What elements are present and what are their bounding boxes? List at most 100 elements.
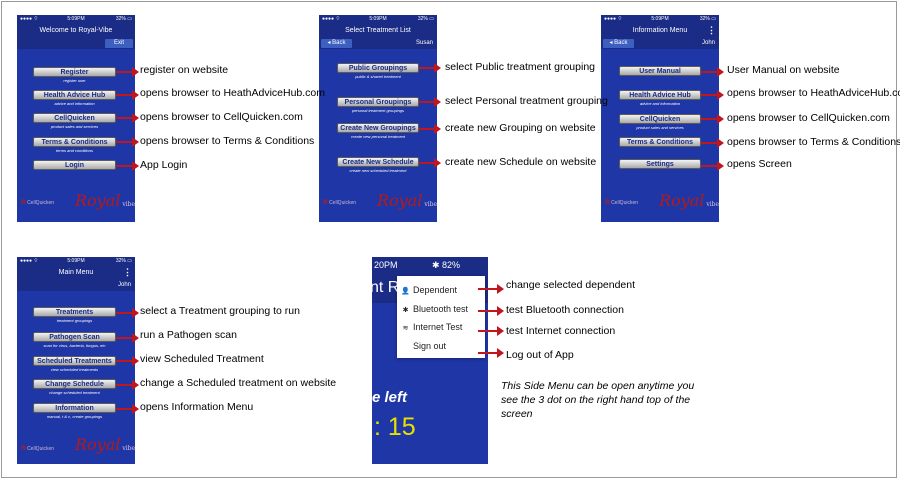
logo-mark-icon: ʀ [605, 197, 610, 206]
main-menu-screen: ●●●● ⌔ 5:09PM 32% ▭ Main Menu ⋮ John Tre… [17, 257, 135, 464]
annotation-arrow [701, 67, 724, 77]
cellquicken-logo: ʀ CellQuicken [21, 197, 55, 206]
annotation-arrow [419, 97, 441, 107]
user-manual-button[interactable]: User Manual [619, 66, 701, 76]
status-bar: ●●●● ⌔ 5:09PM 32% ▭ [601, 15, 719, 24]
terms-button[interactable]: Terms & Conditions [619, 137, 701, 147]
status-time: 20PM [374, 260, 398, 270]
annotation-arrow [419, 124, 441, 134]
register-button[interactable]: Register [33, 67, 116, 77]
annotation-register: register on website [140, 64, 229, 76]
annotation-terms: opens browser to Terms & Conditions [727, 136, 900, 148]
annotation-arrow [116, 308, 139, 318]
welcome-screen: ●●●● ⌔ 5:09PM 32% ▭ Welcome to Royal-Vib… [17, 15, 135, 222]
terms-caption: terms and conditions [56, 148, 93, 153]
annotation-health-advice: opens browser to HeathAdviceHub.com [727, 87, 900, 99]
screen-title: Select Treatment List [319, 24, 437, 38]
treatment-list-screen: ●●●● ⌔ 5:09PM 32% ▭ Select Treatment Lis… [319, 15, 437, 222]
logo-mark-icon: ʀ [21, 197, 26, 206]
menu-item-bluetooth-test[interactable]: ✱Bluetooth test [402, 304, 469, 314]
create-groupings-caption: create new personal treatment [350, 134, 406, 139]
health-advice-hub-button[interactable]: Health Advice Hub [33, 90, 116, 100]
annotation-arrow [116, 67, 139, 77]
annotation-arrow [419, 63, 441, 73]
annotation-arrow [419, 158, 441, 168]
annotation-cellquicken: opens browser to CellQuicken.com [727, 112, 890, 124]
create-schedule-caption: create new scheduled treatment [349, 168, 407, 173]
back-button[interactable]: ◂ Back [603, 39, 634, 48]
change-schedule-caption: change scheduled treatment [49, 390, 100, 395]
pathogen-scan-caption: scan for virus, bacteria, fungus, etc [43, 343, 106, 348]
change-schedule-button[interactable]: Change Schedule [33, 379, 116, 389]
treatments-caption: treatment groupings [56, 318, 93, 323]
timer-readout: : 15 [374, 413, 416, 441]
register-caption: register user [63, 78, 86, 83]
annotation-arrow [116, 90, 139, 100]
scheduled-treatments-button[interactable]: Scheduled Treatments [33, 356, 116, 366]
annotation-arrow [478, 348, 504, 358]
cellquicken-logo: ʀ CellQuicken [605, 197, 639, 206]
public-groupings-button[interactable]: Public Groupings [337, 63, 419, 73]
annotation-information: opens Information Menu [140, 401, 254, 413]
treatments-button[interactable]: Treatments [33, 307, 116, 317]
annotation-arrow [116, 113, 139, 123]
annotation-dependent: change selected dependent [506, 279, 636, 291]
login-button[interactable]: Login [33, 160, 116, 170]
pathogen-scan-button[interactable]: Pathogen Scan [33, 332, 116, 342]
health-advice-hub-button[interactable]: Health Advice Hub [619, 90, 701, 100]
cellquicken-button[interactable]: CellQuicken [619, 114, 701, 124]
annotation-arrow [116, 380, 139, 390]
create-groupings-button[interactable]: Create New Groupings [337, 123, 419, 133]
health-advice-caption: advice and information [54, 101, 95, 106]
screen-title: Main Menu [17, 266, 135, 280]
sub-bar: Exit [17, 38, 135, 49]
annotation-create-grouping: create new Grouping on website [445, 122, 596, 134]
public-groupings-caption: public & shared treatment [355, 74, 401, 79]
annotation-arrow [701, 90, 724, 100]
menu-item-sign-out[interactable]: Sign out [413, 341, 447, 351]
cellquicken-button[interactable]: CellQuicken [33, 113, 116, 123]
personal-groupings-button[interactable]: Personal Groupings [337, 97, 419, 107]
side-menu-note: This Side Menu can be open anytime you s… [501, 380, 695, 420]
logo-mark-icon: ʀ [323, 197, 328, 206]
sub-bar: ◂ Back John [601, 38, 719, 49]
annotation-public-groupings: select Public treatment grouping [445, 61, 595, 73]
screen-title: Welcome to Royal-Vibe [17, 24, 135, 38]
annotation-arrow [478, 306, 504, 316]
user-name: John [701, 40, 715, 46]
menu-item-dependent[interactable]: 👤Dependent [401, 285, 458, 295]
bluetooth-icon: ✱ [402, 307, 409, 314]
information-caption: manual, t & c, create groupings [46, 414, 103, 419]
exit-button[interactable]: Exit [105, 39, 133, 48]
status-bar: ●●●● ⌔ 5:09PM 32% ▭ [17, 257, 135, 266]
annotation-arrow [701, 114, 724, 124]
annotation-arrow [116, 137, 139, 147]
annotation-pathogen-scan: run a Pathogen scan [140, 329, 237, 341]
annotation-sign-out: Log out of App [506, 349, 574, 361]
terms-button[interactable]: Terms & Conditions [33, 137, 116, 147]
more-dots-icon[interactable]: ⋮ [707, 25, 716, 35]
user-name: Susan [415, 40, 433, 46]
user-name: John [117, 282, 131, 288]
back-button[interactable]: ◂ Back [321, 39, 352, 48]
person-icon: 👤 [401, 288, 410, 295]
status-bar: 20PM ✱ 82% [372, 257, 488, 273]
annotation-bluetooth: test Bluetooth connection [506, 304, 624, 316]
annotation-change-schedule: change a Scheduled treatment on website [140, 377, 337, 389]
info-menu-screen: ●●●● ⌔ 5:09PM 32% ▭ Information Menu ⋮ ◂… [601, 15, 719, 222]
menu-item-internet-test[interactable]: ≋Internet Test [402, 322, 463, 332]
settings-button[interactable]: Settings [619, 159, 701, 169]
annotation-arrow [116, 404, 139, 414]
scheduled-treatments-caption: view scheduled treatments [50, 367, 99, 372]
more-dots-icon[interactable]: ⋮ [123, 267, 132, 277]
cellquicken-logo: ʀ CellQuicken [21, 443, 55, 452]
information-button[interactable]: Information [33, 403, 116, 413]
annotation-arrow [116, 356, 139, 366]
create-schedule-button[interactable]: Create New Schedule [337, 157, 419, 167]
annotation-arrow [116, 161, 139, 171]
